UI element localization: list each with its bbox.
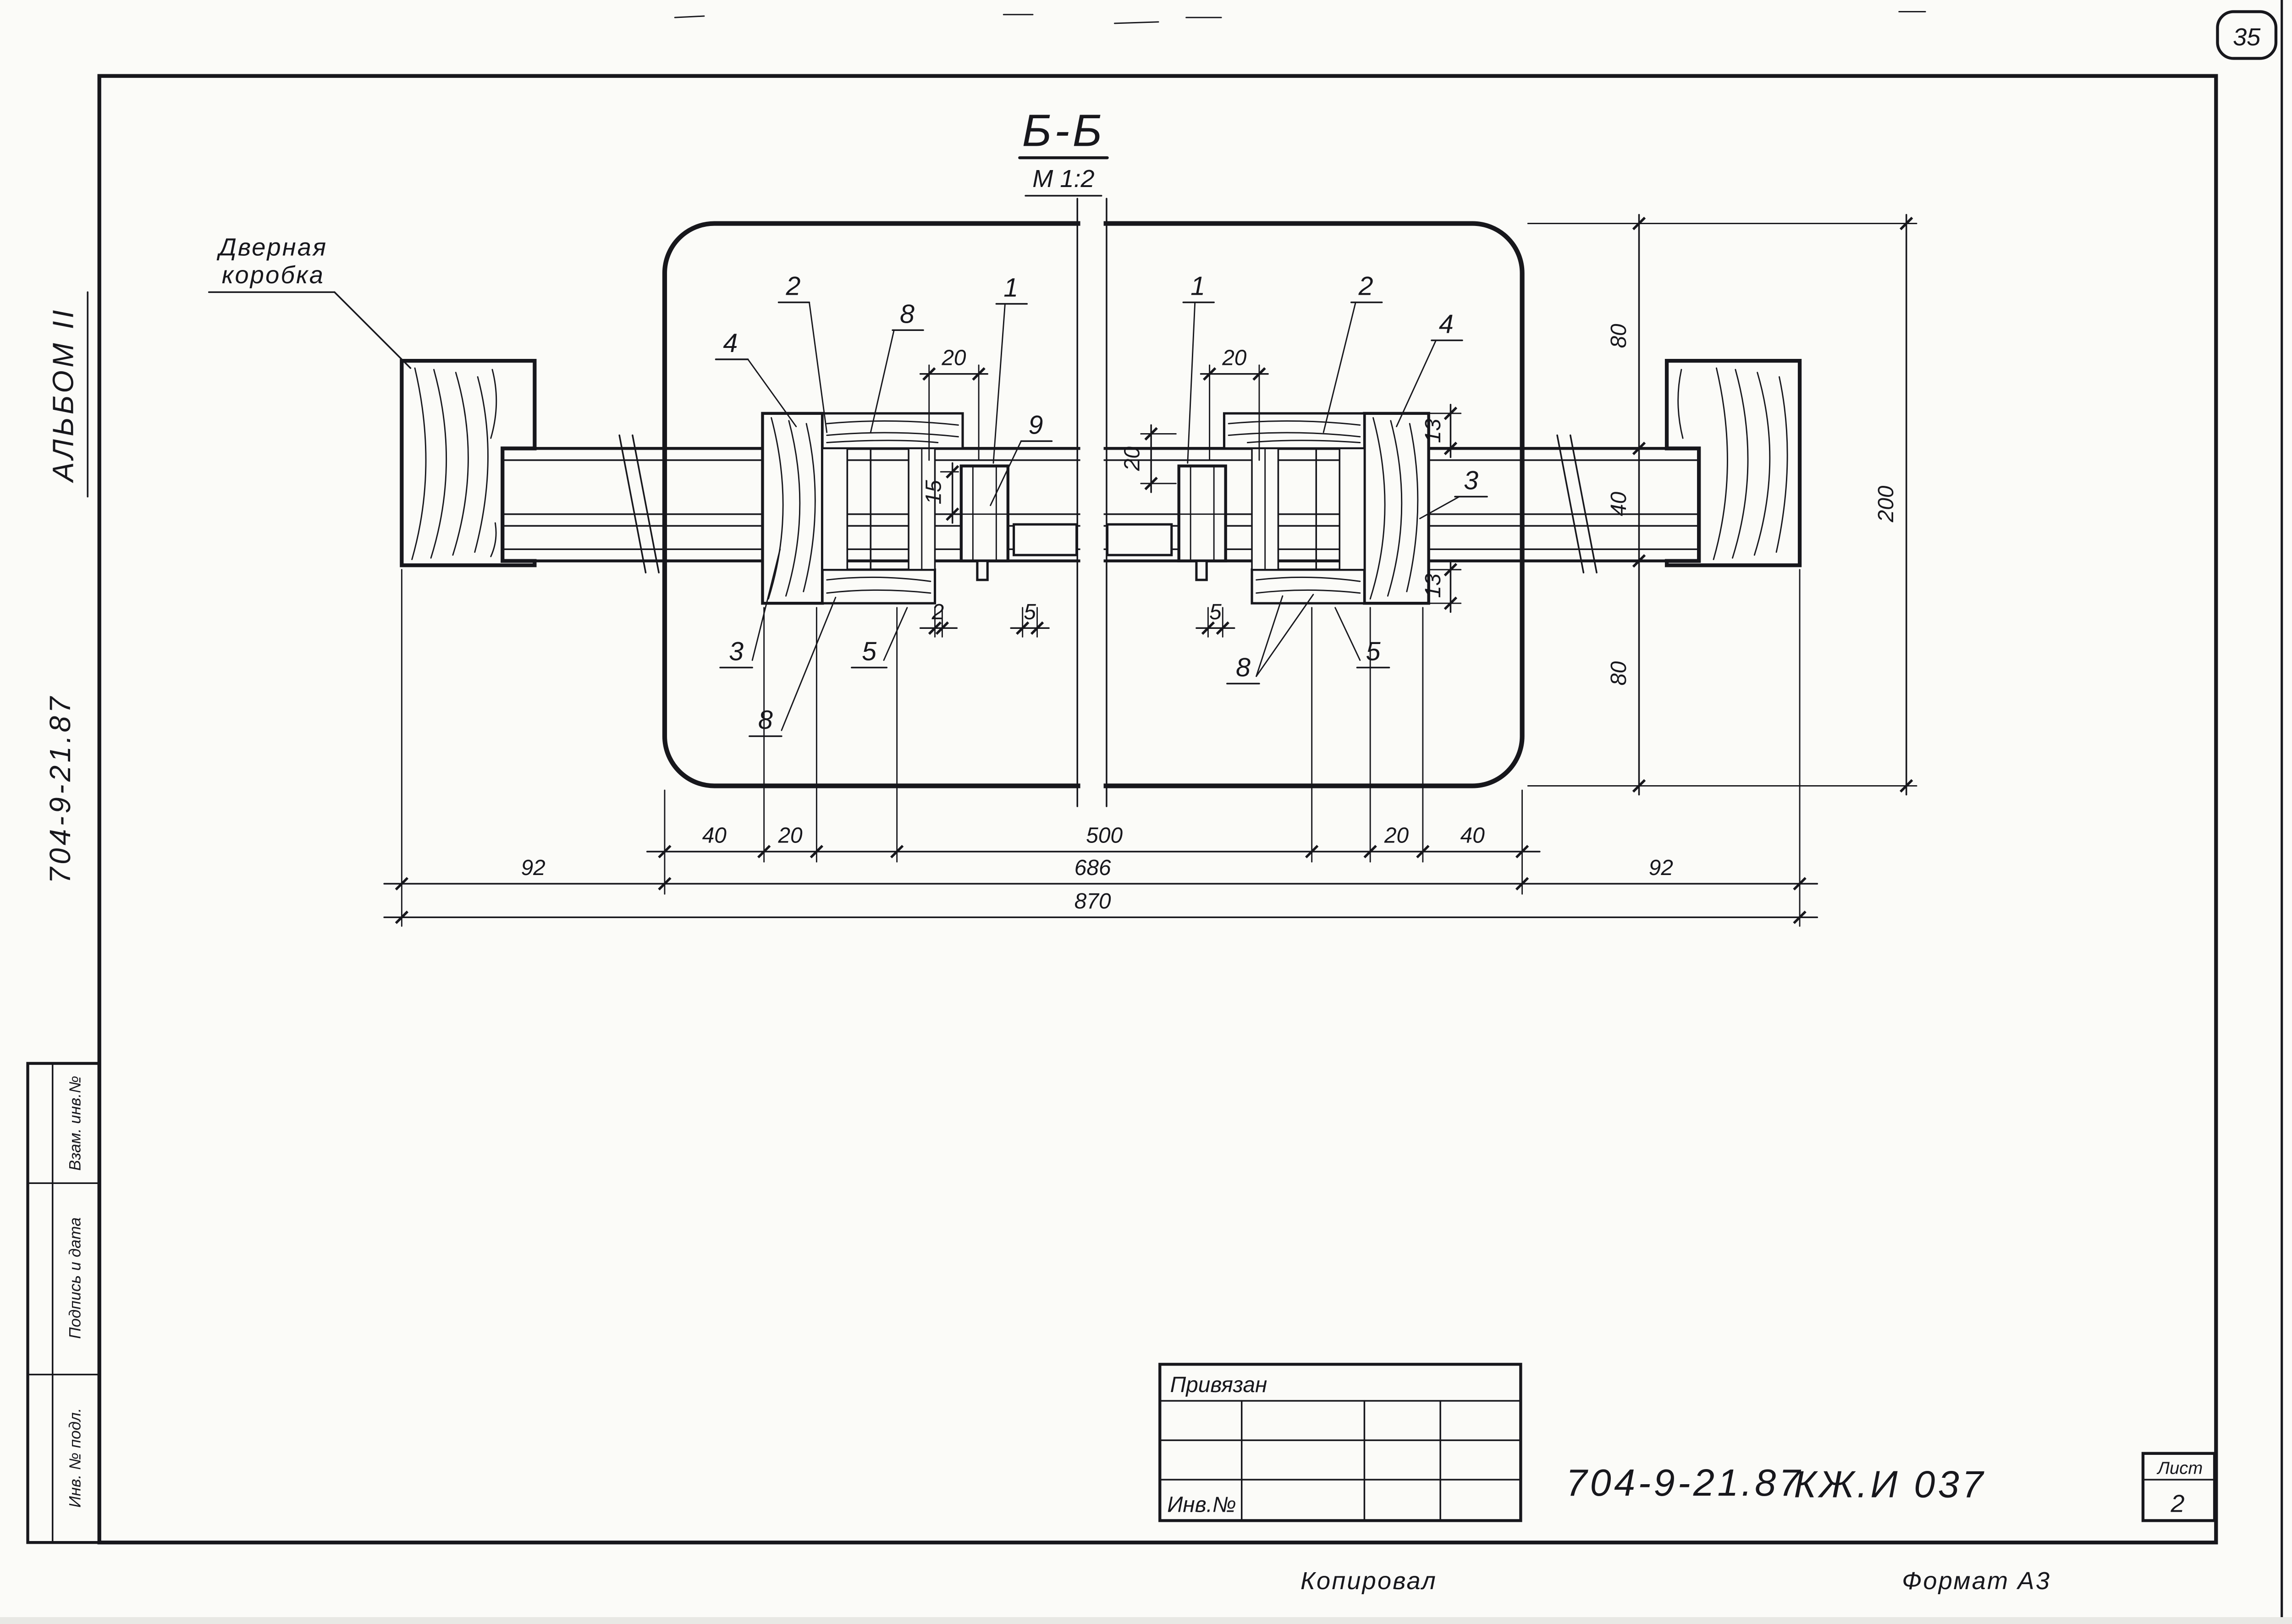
dimension-lines [383,214,1907,919]
callout-left-9: 9 [1028,410,1043,440]
section-title-text: Б-Б [1022,105,1105,156]
center-bar-left [1013,523,1078,556]
part-callouts: 4 2 8 1 9 3 8 5 1 2 4 3 [715,272,1488,737]
album-label: АЛЬБОМ II [46,307,79,484]
title-block-privyazan: Привязан [1170,1373,1267,1397]
dim-bottom-686: 686 [1074,856,1111,880]
left-stamp-column: Взам. инв.№ Подпись и дата Инв. № подл. [26,1062,101,1544]
callout-left-8-bottom: 8 [758,705,773,735]
stamp-podpis-data: Подпись и дата [66,1217,84,1339]
callout-right-1: 1 [1190,272,1205,301]
sheet-number-box [2216,10,2278,60]
sheet-frame: 35 [97,0,2283,1617]
sheet-number: 35 [2233,23,2261,51]
callout-left-2: 2 [785,272,800,301]
dim-right-80-bottom: 80 [1607,661,1631,686]
callout-right-8: 8 [1236,653,1251,682]
extension-lines [401,223,1917,927]
dim-top-20-left: 20 [941,346,966,370]
note-line2: коробка [222,261,325,289]
callout-right-5: 5 [1366,637,1381,666]
callout-left-4: 4 [723,329,738,358]
doc-number-margin: 704-9-21.87 [44,694,77,884]
dim-top-20-right: 20 [1222,346,1247,370]
dim-13-bottom: 13 [1421,573,1445,598]
callout-left-5: 5 [862,637,877,666]
margin-labels: АЛЬБОМ II 704-9-21.87 [44,291,88,884]
right-door-jamb [1664,358,1802,567]
dim-vert-15: 15 [921,480,946,505]
left-bracket [959,464,1010,562]
dim-bottom-40-left: 40 [702,824,727,848]
left-pin [976,560,989,581]
rail-break-marks [618,434,1598,573]
section-drawing: Дверная коробка [208,198,1802,809]
right-bracket [1177,464,1227,562]
callout-right-3: 3 [1464,466,1478,495]
dim-bottom-870: 870 [1074,889,1111,914]
right-joint-assembly [1177,412,1430,605]
sheet-box: Лист 2 [2141,1452,2216,1522]
left-strip-1 [821,447,848,571]
dim-bottom-40-right: 40 [1460,824,1485,848]
section-title: Б-Б М 1:2 [1018,105,1109,197]
section-scale: М 1:2 [1032,165,1094,193]
dimension-ticks [395,216,1913,924]
left-top-board [821,412,964,450]
left-strip-2 [846,447,872,571]
right-strip-1 [1339,447,1366,571]
right-strip-3 [1277,447,1317,571]
left-bottom-board [821,568,937,605]
callout-right-4: 4 [1439,310,1454,339]
dim-bottom-92-left: 92 [521,856,545,880]
dim-bottom-92-right: 92 [1649,856,1673,880]
dim-13-top: 13 [1421,418,1445,443]
center-bar-right [1106,523,1173,556]
dim-right-80-top: 80 [1607,324,1631,348]
left-stile [761,412,824,605]
callout-left-8-top: 8 [900,299,915,329]
title-block-doc-number: 704-9-21.87 [1566,1461,1803,1504]
dim-small-2: 2 [931,600,944,624]
title-block-code: КЖ.И 037 [1794,1463,1986,1505]
dim-right-40-mid: 40 [1607,491,1631,516]
footer-notes: Копировал Формат А3 [1300,1567,2051,1595]
dim-small-5-left: 5 [1024,600,1036,624]
left-joint-assembly [761,412,1010,605]
sheet-label: Лист [2156,1458,2203,1478]
dim-small-5-right: 5 [1209,600,1222,624]
dim-bottom-20-left: 20 [777,824,803,848]
left-door-jamb [400,358,537,567]
dimensions: 40 20 500 20 40 92 686 92 870 20 20 80 4… [383,214,1917,927]
right-stile [1363,412,1430,605]
sheet-value: 2 [2170,1490,2184,1517]
dim-bottom-20-right: 20 [1384,824,1409,848]
left-strip-3 [870,447,909,571]
dim-bottom-500: 500 [1086,824,1123,848]
stamp-inv-podl: Инв. № подл. [66,1408,84,1508]
door-frame-note: Дверная коробка [208,234,412,369]
stamp-vzam-inv: Взам. инв.№ [66,1076,84,1171]
dimension-labels: 40 20 500 20 40 92 686 92 870 20 20 80 4… [521,324,1898,914]
copied-note: Копировал [1300,1567,1437,1595]
right-pin [1195,560,1208,581]
callout-right-2: 2 [1358,272,1373,301]
callout-left-1: 1 [1003,273,1018,303]
dim-vert-20: 20 [1120,446,1145,472]
title-block-inv-no: Инв.№ [1167,1492,1236,1517]
title-block: Привязан Инв.№ 704-9-21.87 КЖ.И 037 Лист… [1158,1363,2216,1522]
center-break-gap [1080,204,1104,809]
callout-left-3: 3 [729,637,744,666]
right-top-board [1223,412,1366,450]
format-note: Формат А3 [1902,1567,2051,1595]
dim-right-200: 200 [1874,485,1898,523]
note-line1: Дверная [217,234,328,261]
right-bottom-board [1251,568,1366,605]
right-strip-2 [1315,447,1340,571]
